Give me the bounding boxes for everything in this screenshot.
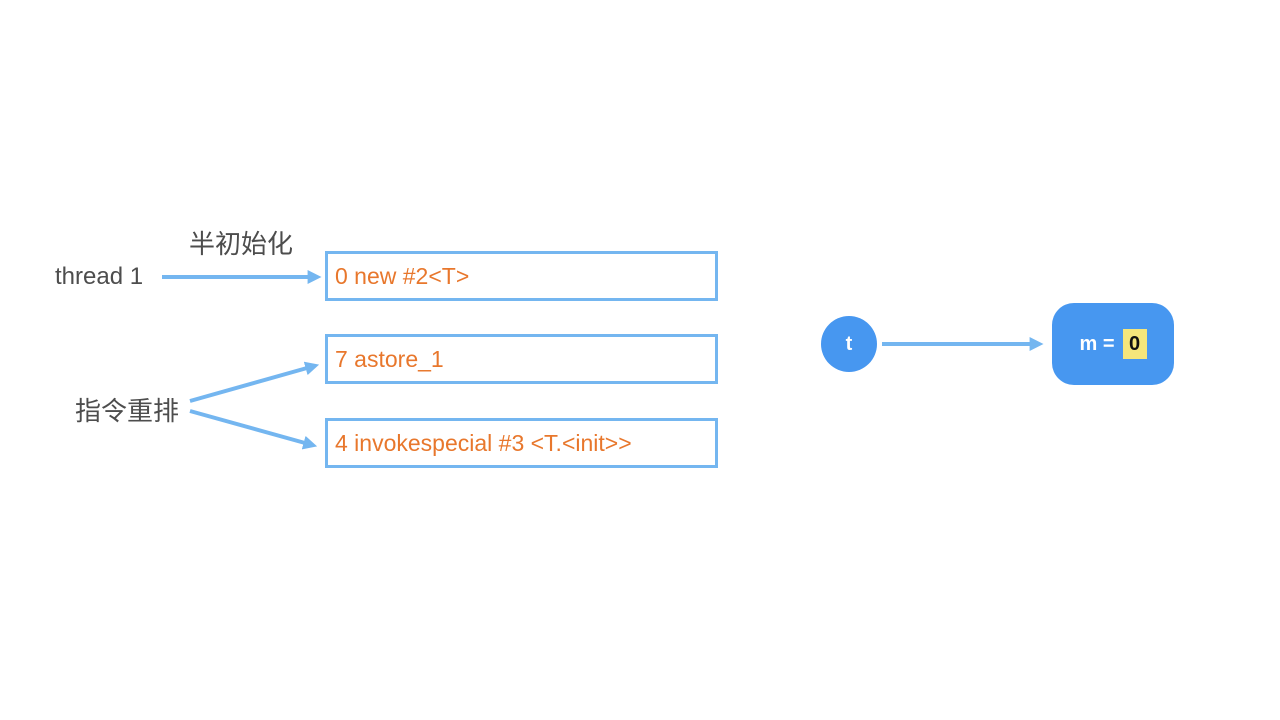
instruction-text: 0 new #2<T> <box>335 262 470 289</box>
instruction-box-invokespecial: 4 invokespecial #3 <T.<init>> <box>325 418 718 468</box>
thread-node: t <box>821 316 877 372</box>
memory-node: m = 0 <box>1052 303 1174 385</box>
instruction-box-astore: 7 astore_1 <box>325 334 718 384</box>
instruction-text: 7 astore_1 <box>335 345 444 372</box>
thread-node-label: t <box>845 332 853 355</box>
instruction-text: 4 invokespecial #3 <T.<init>> <box>335 429 632 456</box>
arrow-reorder-to-astore-icon <box>189 361 320 403</box>
memory-node-prefix: m = <box>1079 332 1115 355</box>
thread1-label: thread 1 <box>55 263 144 290</box>
instruction-box-new: 0 new #2<T> <box>325 251 718 301</box>
arrow-reorder-to-invokespecial-icon <box>189 409 318 450</box>
semi-initialization-label: 半初始化 <box>189 229 294 259</box>
instruction-reorder-label: 指令重排 <box>75 396 180 426</box>
memory-node-value: 0 <box>1122 329 1147 359</box>
